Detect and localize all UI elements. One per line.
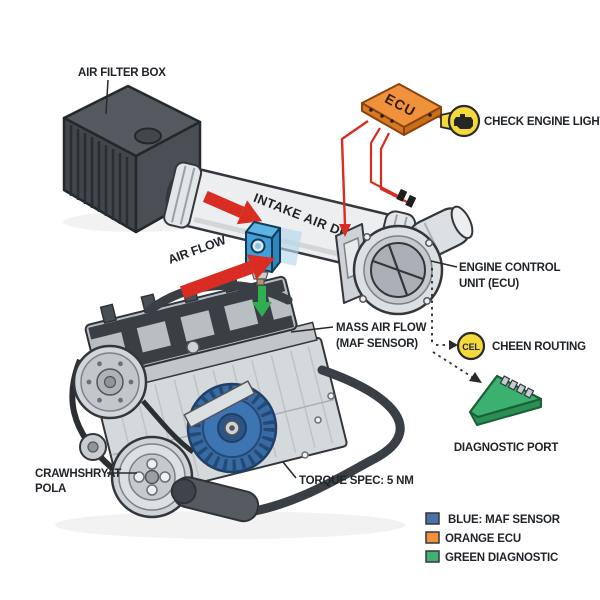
port-pins xyxy=(499,375,535,399)
maf-drop-arrow xyxy=(252,286,272,317)
crankshaft-pulley xyxy=(110,435,194,519)
connector-pin xyxy=(396,188,408,202)
throttle-body xyxy=(335,205,474,316)
legend-swatch-orange xyxy=(425,531,440,544)
port-top-face xyxy=(468,374,543,419)
wire-arrowhead xyxy=(339,224,351,237)
engine-glyph xyxy=(454,114,473,129)
maf-tip xyxy=(256,278,265,286)
route-arrowhead-2 xyxy=(469,372,482,383)
route-arrowhead xyxy=(449,340,458,350)
filter-ribs xyxy=(69,125,129,228)
crankshaft-label-2: POLA xyxy=(35,483,66,495)
engine-control-unit-label-1: ENGINE CONTROL xyxy=(459,262,561,274)
check-engine-light-label: CHECK ENGINE LIGHT xyxy=(484,116,600,128)
legend-label-orange: ORANGE ECU xyxy=(445,533,521,545)
block-bolts xyxy=(301,392,335,459)
ecu-top-face xyxy=(361,83,442,128)
air-flow-label: AIR FLOW xyxy=(166,233,228,267)
leader-line-torque xyxy=(282,461,297,479)
air-filter-box-label: AIR FILTER BOX xyxy=(78,67,166,79)
cel-routing-icon: CEL xyxy=(456,331,486,361)
idler-pulley xyxy=(72,344,148,420)
wire-to-throttle xyxy=(340,120,369,226)
ecu-module: ECU xyxy=(361,83,442,136)
leader-line-ecu xyxy=(430,260,458,268)
diagnostic-port-label: DIAGNOSTIC PORT xyxy=(454,442,559,454)
legend-label-green: GREEN DIAGNOSTIC xyxy=(445,552,558,564)
cel-badge-text: CEL xyxy=(462,342,480,352)
legend: BLUE: MAF SENSOR ORANGE ECU GREEN DIAGNO… xyxy=(425,512,561,564)
mass-air-flow-label-1: MASS AIR FLOW xyxy=(336,322,427,334)
valve-cover-rail-top xyxy=(88,279,286,340)
alternator xyxy=(183,380,278,474)
leader-line-filter xyxy=(105,79,109,115)
filter-cap xyxy=(134,127,162,145)
crankshaft-label-1: CRAWHSHRYAT xyxy=(35,468,121,480)
alternator-band xyxy=(183,380,256,429)
engine-shadow xyxy=(55,511,405,539)
duct-flow-arrow xyxy=(202,190,263,225)
maf-sensor xyxy=(245,221,281,286)
check-engine-light-icon xyxy=(440,104,481,138)
torque-spec-label: TORQUE SPEC: 5 NM xyxy=(299,475,414,487)
cheen-routing-label: CHEEN ROUTING xyxy=(492,341,586,353)
legend-label-blue: BLUE: MAF SENSOR xyxy=(448,514,561,526)
ecu-pins xyxy=(369,108,432,123)
throttle-bolts xyxy=(359,233,433,305)
engine-assembly xyxy=(69,272,405,523)
connector-pin xyxy=(405,194,417,208)
leader-line-maf xyxy=(290,326,334,333)
side-hose xyxy=(239,365,405,518)
diagnostic-port xyxy=(468,374,543,426)
starter-motor xyxy=(170,476,260,523)
head-bolt xyxy=(186,340,200,354)
dotted-route-diagonal xyxy=(432,351,473,378)
engine-control-unit-label-2: UNIT (ECU) xyxy=(459,278,519,290)
legend-swatch-blue xyxy=(425,512,440,525)
legend-swatch-green xyxy=(425,550,440,563)
mass-air-flow-label-2: (MAF SENSOR) xyxy=(336,338,418,350)
